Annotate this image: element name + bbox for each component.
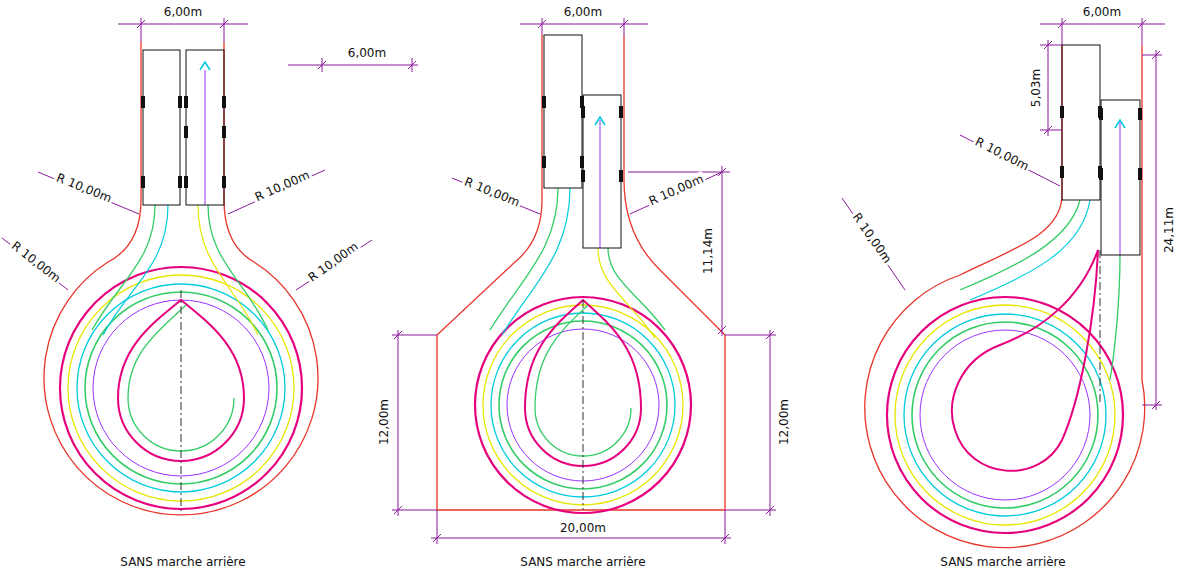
radius-label: R 10,00m (645, 171, 708, 209)
radius-label: R 10,00m (848, 209, 895, 268)
caption-label: SANS marche arrière (118, 555, 247, 569)
radius-label: R 10,00m (7, 237, 65, 286)
radius-label: R 10,00m (461, 174, 524, 210)
dimension-label: 24,11m (1162, 205, 1176, 255)
dimension-label: 6,00m (562, 5, 604, 19)
caption-label: SANS marche arrière (938, 555, 1067, 569)
dimension-label: 5,03m (1029, 67, 1043, 109)
dimension-label: 6,00m (162, 5, 204, 19)
dimension-label: 6,00m (346, 46, 388, 60)
dimension-label: 12,00m (377, 397, 391, 447)
radius-label: R 10,00m (304, 238, 363, 286)
dimension-label: 20,00m (558, 521, 608, 535)
left-turnaround (2, 18, 418, 515)
radius-label: R 10,00m (53, 170, 116, 206)
middle-turnaround (392, 18, 776, 544)
dimension-label: 11,14m (701, 226, 715, 276)
dimension-label: 6,00m (1081, 5, 1123, 19)
dimension-label: 12,00m (777, 397, 791, 447)
right-turnaround (842, 18, 1165, 548)
radius-label: R 10,00m (971, 134, 1033, 175)
radius-label: R 10,00m (251, 167, 314, 205)
caption-label: SANS marche arrière (518, 555, 647, 569)
